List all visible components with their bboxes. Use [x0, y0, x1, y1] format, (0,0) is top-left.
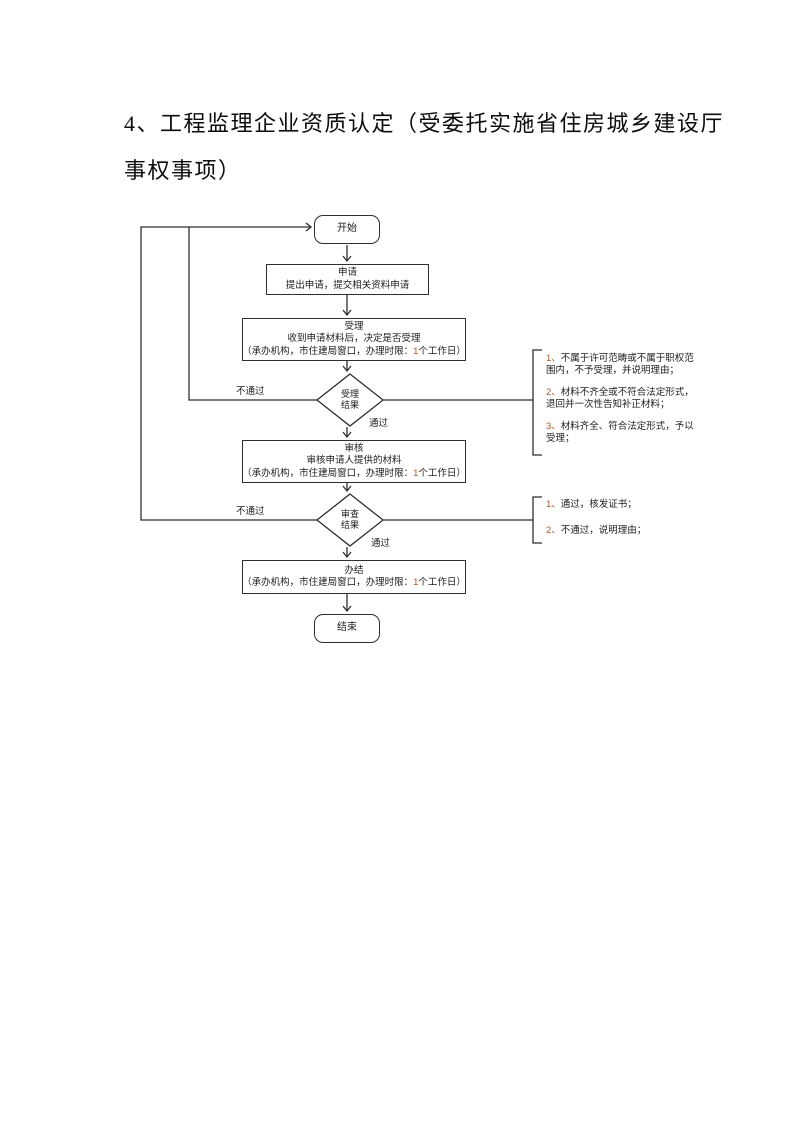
- accept-detail: （承办机构，市住建局窗口，办理时限：1个工作日）: [242, 346, 466, 359]
- complete-detail-pre: （承办机构，市住建局窗口，办理时限：: [242, 577, 414, 588]
- accept-fail-label: 不通过: [236, 386, 265, 397]
- complete-detail-num: 1: [413, 577, 419, 588]
- review-fail-label: 不通过: [236, 506, 265, 517]
- accept-note-bracket: [532, 349, 542, 456]
- review-detail-num: 1: [413, 467, 419, 479]
- accept-note-item-2-text: 材料不齐全或不符合法定形式，退回并一次性告知补正材料；: [546, 387, 694, 410]
- title-line-1: 4、工程监理企业资质认定（受委托实施省住房城乡建设厅: [124, 111, 725, 136]
- review-note-item-1: 1、通过，核发证书；: [546, 499, 716, 511]
- review-note-item-2: 2、不通过，说明理由；: [546, 525, 716, 537]
- accept-decision-line1: 受理: [340, 389, 359, 399]
- accept-decision-label: 受理 结果: [317, 389, 383, 410]
- accept-desc: 收到申请材料后，决定是否受理: [287, 333, 421, 345]
- review-desc: 审核申请人提供的材料: [306, 455, 402, 467]
- flowchart-connectors: [140, 222, 542, 613]
- review-detail: （承办机构，市住建局窗口，办理时限：1个工作日）: [242, 468, 466, 481]
- start-node: 开始: [314, 215, 380, 244]
- accept-note-item-3-text: 材料齐全、符合法定形式，予以受理；: [546, 421, 694, 444]
- accept-note-item-2-num: 2、: [546, 387, 561, 398]
- page-title: 4、工程监理企业资质认定（受委托实施省住房城乡建设厅 事权事项）: [124, 100, 724, 194]
- accept-note-item-3: 3、材料齐全、符合法定形式，予以受理；: [546, 421, 698, 444]
- end-label: 结束: [337, 622, 357, 634]
- review-note: 1、通过，核发证书； 2、不通过，说明理由；: [546, 499, 716, 550]
- accept-title: 受理: [344, 320, 364, 332]
- apply-desc: 提出申请，提交相关资料申请: [285, 279, 410, 291]
- accept-detail-num: 1: [413, 345, 419, 357]
- review-decision-label: 审查 结果: [317, 509, 383, 530]
- accept-note-item-1: 1、不属于许可范畴或不属于职权范围内，不予受理，并说明理由；: [546, 353, 698, 376]
- review-decision-line2: 结果: [340, 519, 359, 530]
- review-note-bracket: [532, 496, 542, 544]
- start-label: 开始: [337, 223, 357, 235]
- complete-detail-post: 个工作日）: [418, 577, 466, 588]
- complete-node: 办结 （承办机构，市住建局窗口，办理时限：1个工作日）: [242, 560, 466, 594]
- review-note-item-1-num: 1、: [546, 499, 561, 510]
- review-detail-pre: （承办机构，市住建局窗口，办理时限：: [242, 467, 414, 479]
- accept-note-item-2: 2、材料不齐全或不符合法定形式，退回并一次性告知补正材料；: [546, 387, 698, 410]
- accept-note: 1、不属于许可范畴或不属于职权范围内，不予受理，并说明理由； 2、材料不齐全或不…: [546, 353, 698, 455]
- review-fail-loop-line: [140, 222, 317, 521]
- accept-note-item-1-num: 1、: [546, 353, 561, 364]
- review-decision-line1: 审查: [340, 509, 359, 519]
- review-detail-post: 个工作日）: [418, 467, 466, 479]
- review-decision-diamond: [315, 493, 385, 547]
- accept-note-item-3-num: 3、: [546, 421, 561, 432]
- end-node: 结束: [314, 614, 380, 643]
- complete-title: 办结: [344, 564, 364, 576]
- accept-note-item-1-text: 不属于许可范畴或不属于职权范围内，不予受理，并说明理由；: [546, 353, 694, 376]
- accept-detail-post: 个工作日）: [418, 345, 466, 357]
- accept-decision-line2: 结果: [340, 399, 359, 410]
- accept-node: 受理 收到申请材料后，决定是否受理 （承办机构，市住建局窗口，办理时限：1个工作…: [242, 318, 466, 361]
- accept-decision-diamond: [315, 373, 385, 427]
- complete-detail: （承办机构，市住建局窗口，办理时限：1个工作日）: [242, 577, 466, 590]
- accept-fail-loop-line: [188, 227, 317, 401]
- review-note-item-2-text: 不通过，说明理由；: [560, 524, 647, 536]
- review-node: 审核 审核申请人提供的材料 （承办机构，市住建局窗口，办理时限：1个工作日）: [242, 440, 466, 483]
- review-pass-label: 通过: [371, 538, 391, 549]
- title-line-2: 事权事项）: [124, 158, 242, 183]
- review-note-item-2-num: 2、: [546, 524, 561, 536]
- review-note-item-1-text: 通过，核发证书；: [560, 499, 637, 510]
- accept-detail-pre: （承办机构，市住建局窗口，办理时限：: [242, 345, 414, 357]
- apply-node: 申请 提出申请，提交相关资料申请: [266, 264, 429, 295]
- accept-pass-label: 通过: [369, 418, 389, 429]
- apply-title: 申请: [337, 267, 357, 278]
- review-title: 审核: [344, 442, 364, 454]
